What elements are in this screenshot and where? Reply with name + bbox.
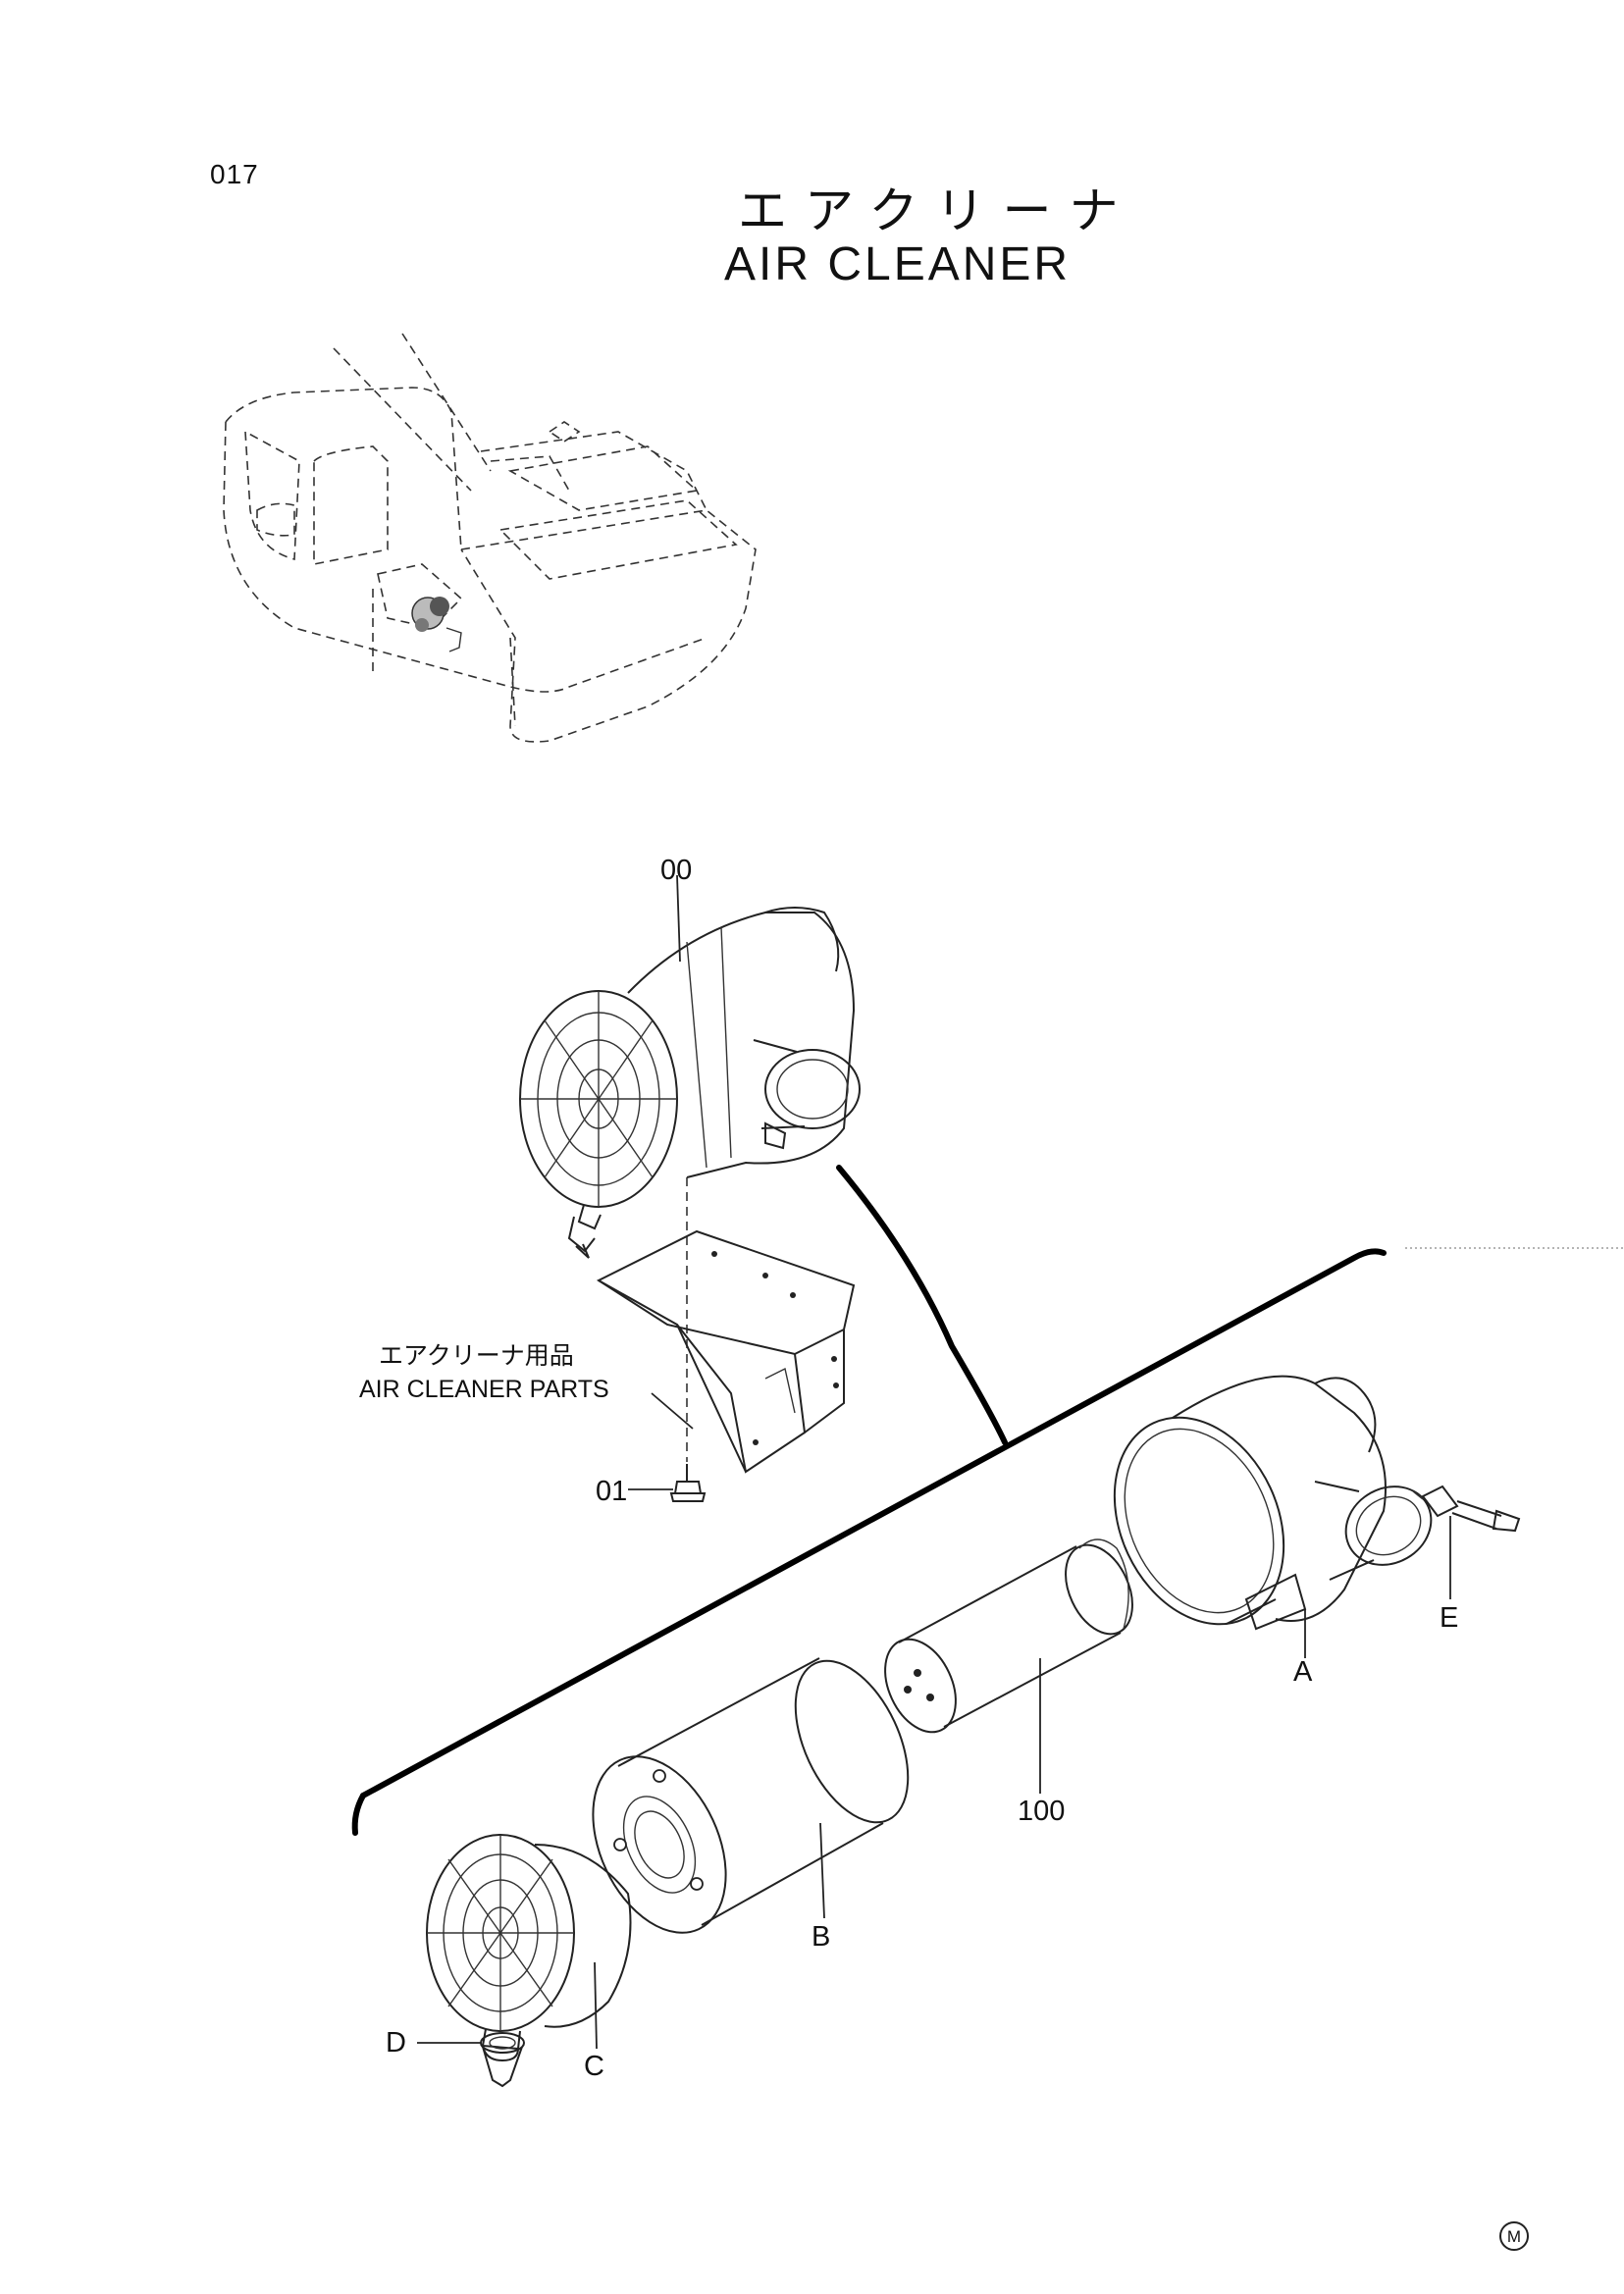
housing-drawing [1113,1375,1433,1631]
leader-C [594,1961,598,2050]
page-title-japanese: エアクリーナ [738,183,1136,238]
callout-assembly: 00 [660,855,693,886]
indicator-drawing [1412,1485,1521,1533]
callout-valve: D [386,2027,406,2059]
callout-housing: A [1293,1656,1313,1688]
bolt-drawing [669,1464,707,1502]
leader-B [819,1822,825,1919]
excavator-overview-illustration [223,333,757,743]
mounting-bracket-drawing [596,1229,856,1474]
leader-parts-note [651,1392,694,1430]
callout-bolt: 01 [596,1476,628,1507]
air-cleaner-assembly-drawing [519,907,861,1259]
parts-note-japanese: エアクリーナ用品 [379,1342,574,1370]
callout-indicator: E [1440,1602,1459,1634]
parts-note-english: AIR CLEANER PARTS [359,1376,609,1403]
callout-cover: C [584,2051,604,2082]
exploded-view-bracket [351,1165,1387,1836]
callout-outer-element: B [812,1921,831,1953]
leader-00 [676,874,681,963]
inner-element-drawing [884,1538,1133,1734]
outer-element-drawing [592,1657,910,1934]
corner-mark: M [1499,2221,1529,2251]
callout-inner-element: 100 [1018,1796,1066,1827]
cover-drawing [426,1834,632,2062]
page-number: 017 [210,159,259,189]
page-title-english: AIR CLEANER [724,238,1072,290]
